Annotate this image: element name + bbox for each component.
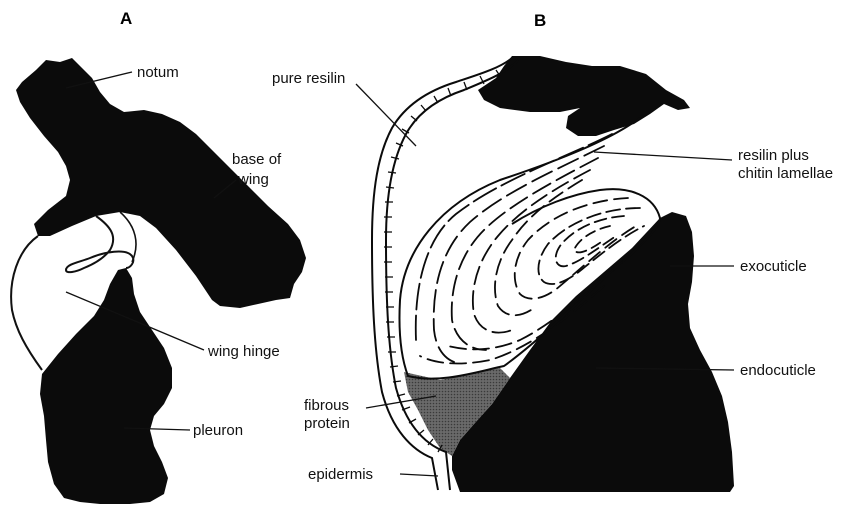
wing-hinge-inner	[120, 212, 136, 262]
panel-b-letter: B	[534, 11, 546, 30]
panel-a-diagram	[11, 58, 306, 504]
resilin-plus-leader	[594, 152, 732, 160]
epidermis-leader	[400, 474, 438, 476]
label-resilin-plus-line1: resilin plus	[738, 147, 809, 164]
label-endocuticle: endocuticle	[740, 362, 816, 379]
pure-resilin-leader	[356, 84, 416, 146]
exo-endocuticle-block	[452, 212, 734, 492]
label-exocuticle: exocuticle	[740, 258, 807, 275]
label-resilin-plus-line2: chitin lamellae	[738, 165, 833, 182]
label-pure-resilin: pure resilin	[272, 70, 345, 87]
label-fibrous-protein-line1: fibrous	[304, 397, 349, 414]
pleuron-shape	[40, 268, 172, 504]
panel-a-letter: A	[120, 9, 132, 28]
label-base-of-wing-line1: base of	[232, 151, 282, 168]
label-epidermis: epidermis	[308, 466, 373, 483]
label-fibrous-protein-line2: protein	[304, 415, 350, 432]
label-pleuron: pleuron	[193, 422, 243, 439]
panel-b-diagram	[372, 56, 734, 492]
wing-hinge-curl	[66, 216, 133, 272]
wing-hinge-outline	[11, 236, 42, 370]
label-notum: notum	[137, 64, 179, 81]
label-base-of-wing-line2: wing	[237, 171, 269, 188]
label-wing-hinge: wing hinge	[207, 343, 280, 360]
